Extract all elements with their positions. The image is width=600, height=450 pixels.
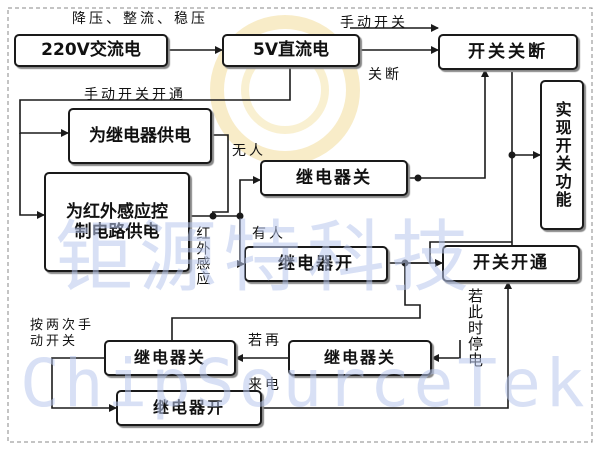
label-nobody: 无人: [232, 143, 266, 159]
wire-relay-on-2-to-switch-on: [262, 281, 512, 409]
node-relay-on-1: 继电器开: [244, 246, 388, 282]
junction-dot: [414, 174, 422, 182]
label-power-cut: 若此时停电: [466, 288, 484, 368]
wire-switch-off-to-realize: [511, 72, 541, 159]
junction-dot: [209, 212, 217, 220]
label-manual-off: 手动开关: [340, 15, 408, 31]
node-relay-power: 为继电器供电: [68, 108, 212, 164]
node-relay-off-3: 继电器关: [288, 340, 432, 376]
wire-power-cut: [171, 263, 421, 340]
wire-power-cut-arrow: [431, 340, 461, 362]
label-ir-sense: 红外感应: [194, 226, 211, 286]
watermark-cn: 钜源特科技: [55, 213, 476, 303]
label-rectify: 降压、整流、稳压: [72, 11, 208, 27]
label-double-press: 按两次手: [30, 318, 95, 333]
wire-relay-off-2-to-on-2: [51, 357, 117, 412]
wire-ir-sense: [405, 241, 512, 264]
label-manual-on: 手动开关开通: [84, 87, 186, 103]
wire-manual-on: [19, 68, 291, 137]
node-relay-off-2: 继电器关: [104, 340, 236, 376]
wire-to-relay-off-1: [239, 176, 261, 216]
label-somebody: 有人: [252, 226, 286, 242]
watermark-en: ChipSourceTek: [20, 345, 589, 422]
wire-left-rail: [19, 133, 45, 219]
node-ir-power: 为红外感应控制电路供电: [44, 172, 190, 272]
wire-relay-off-1-to-switch-off: [408, 69, 489, 179]
label-power-restore-2: 来电: [248, 377, 282, 393]
logo-ring-outer: [210, 15, 360, 165]
node-switch-off: 开关关断: [438, 34, 578, 70]
label-off: 关断: [368, 67, 402, 83]
label-double-press-2: 动开关: [30, 334, 79, 349]
junction-dot: [401, 259, 409, 267]
node-switch-on: 开关开通: [442, 245, 580, 282]
junction-dot: [236, 212, 244, 220]
dashed-frame: [7, 7, 593, 443]
node-realize: 实现开关功能: [540, 80, 584, 230]
wire-to-relay-on-1: [237, 216, 245, 268]
node-ac220: 220V交流电: [14, 34, 168, 67]
wire-relay-power-down: [212, 134, 229, 213]
node-dc5v: 5V直流电: [222, 34, 360, 67]
node-relay-off-1: 继电器关: [260, 160, 408, 196]
node-relay-on-2: 继电器开: [116, 390, 262, 426]
label-power-restore: 若再: [248, 333, 282, 349]
junction-dot: [508, 151, 516, 159]
